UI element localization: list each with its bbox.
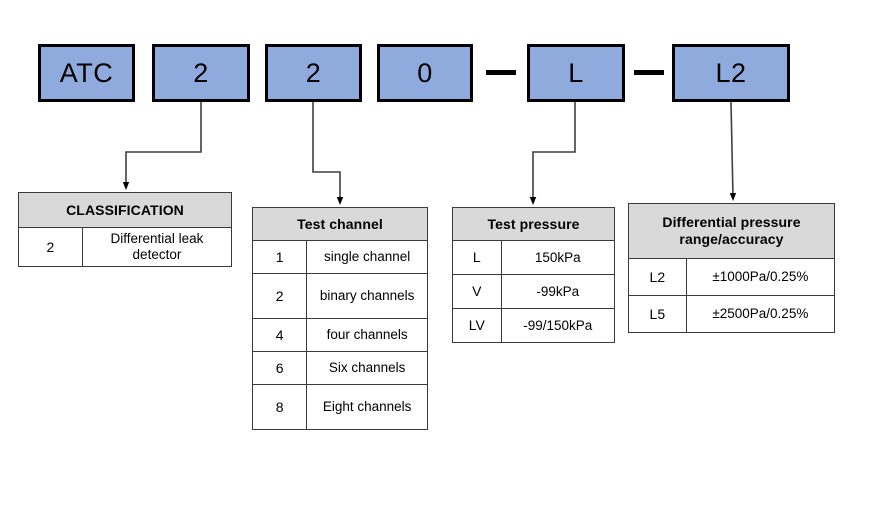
table-row: 6 Six channels [251,351,428,385]
test-channel-desc-0: single channel [306,240,428,274]
table-row: L2 ±1000Pa/0.25% [628,258,836,296]
test-pressure-code-0: L [452,240,502,275]
test-channel-code-0: 1 [251,240,308,274]
code-box-test-channel[interactable]: 2 [265,44,362,102]
test-pressure-desc-1: -99kPa [500,274,616,309]
test-channel-desc-1: binary channels [306,273,428,319]
table-row: 1 single channel [251,240,428,274]
test-channel-header: Test channel [252,207,428,241]
code-separator-dash-1 [486,70,516,75]
code-box-diff-pressure-label: L2 [715,57,747,88]
code-box-test-pressure-label: L [568,57,584,88]
test-channel-desc-3: Six channels [306,351,428,385]
diff-pressure-code-0: L2 [628,258,687,296]
test-channel-code-4: 8 [251,384,308,430]
code-box-test-pressure[interactable]: L [527,44,625,102]
code-box-atc-label: ATC [59,57,114,88]
table-row: 2 Differential leak detector [18,227,233,267]
table-row: 8 Eight channels [251,384,428,430]
table-row: LV -99/150kPa [452,308,616,343]
code-box-test-channel-label: 2 [305,57,322,88]
diff-pressure-code-1: L5 [628,295,687,333]
test-pressure-code-2: LV [452,308,502,343]
table-row: L 150kPa [452,240,616,275]
arrow-to-test-pressure [529,102,576,205]
table-header-row: Test channel [252,207,428,241]
test-channel-code-3: 6 [251,351,308,385]
test-pressure-desc-2: -99/150kPa [500,308,616,343]
arrow-to-test-channel [312,102,344,205]
test-channel-desc-4: Eight channels [306,384,428,430]
test-channel-table: Test channel 1 single channel 2 binary c… [251,207,428,430]
code-box-diff-pressure[interactable]: L2 [672,44,790,102]
test-pressure-code-1: V [452,274,502,309]
test-pressure-desc-0: 150kPa [500,240,616,275]
table-row: 2 binary channels [251,273,428,319]
table-header-row: Differential pressure range/accuracy [628,203,835,259]
arrow-to-classification [122,102,202,190]
classification-table: CLASSIFICATION 2 Differential leak detec… [18,192,233,267]
test-pressure-table: Test pressure L 150kPa V -99kPa LV -99/1… [452,207,616,343]
code-box-zero[interactable]: 0 [377,44,473,102]
table-header-row: Test pressure [452,207,615,241]
test-channel-code-1: 2 [251,273,308,319]
table-row: 4 four channels [251,318,428,352]
code-box-classification-label: 2 [193,57,209,88]
test-pressure-header: Test pressure [452,207,615,241]
classification-header: CLASSIFICATION [18,192,232,228]
table-row: L5 ±2500Pa/0.25% [628,295,836,333]
code-box-zero-label: 0 [417,57,433,88]
classification-desc-0: Differential leak detector [81,227,233,267]
test-channel-code-2: 4 [251,318,308,352]
diff-pressure-desc-0: ±1000Pa/0.25% [685,258,836,296]
diff-pressure-header: Differential pressure range/accuracy [628,203,835,259]
code-box-classification[interactable]: 2 [152,44,250,102]
diff-pressure-desc-1: ±2500Pa/0.25% [685,295,836,333]
table-row: V -99kPa [452,274,616,309]
diff-pressure-table: Differential pressure range/accuracy L2 … [628,203,836,333]
table-header-row: CLASSIFICATION [18,192,232,228]
test-channel-desc-2: four channels [306,318,428,352]
code-box-atc[interactable]: ATC [38,44,135,102]
arrow-to-diff-pressure [729,101,737,201]
code-separator-dash-2 [634,70,664,75]
classification-code-0: 2 [18,227,83,267]
